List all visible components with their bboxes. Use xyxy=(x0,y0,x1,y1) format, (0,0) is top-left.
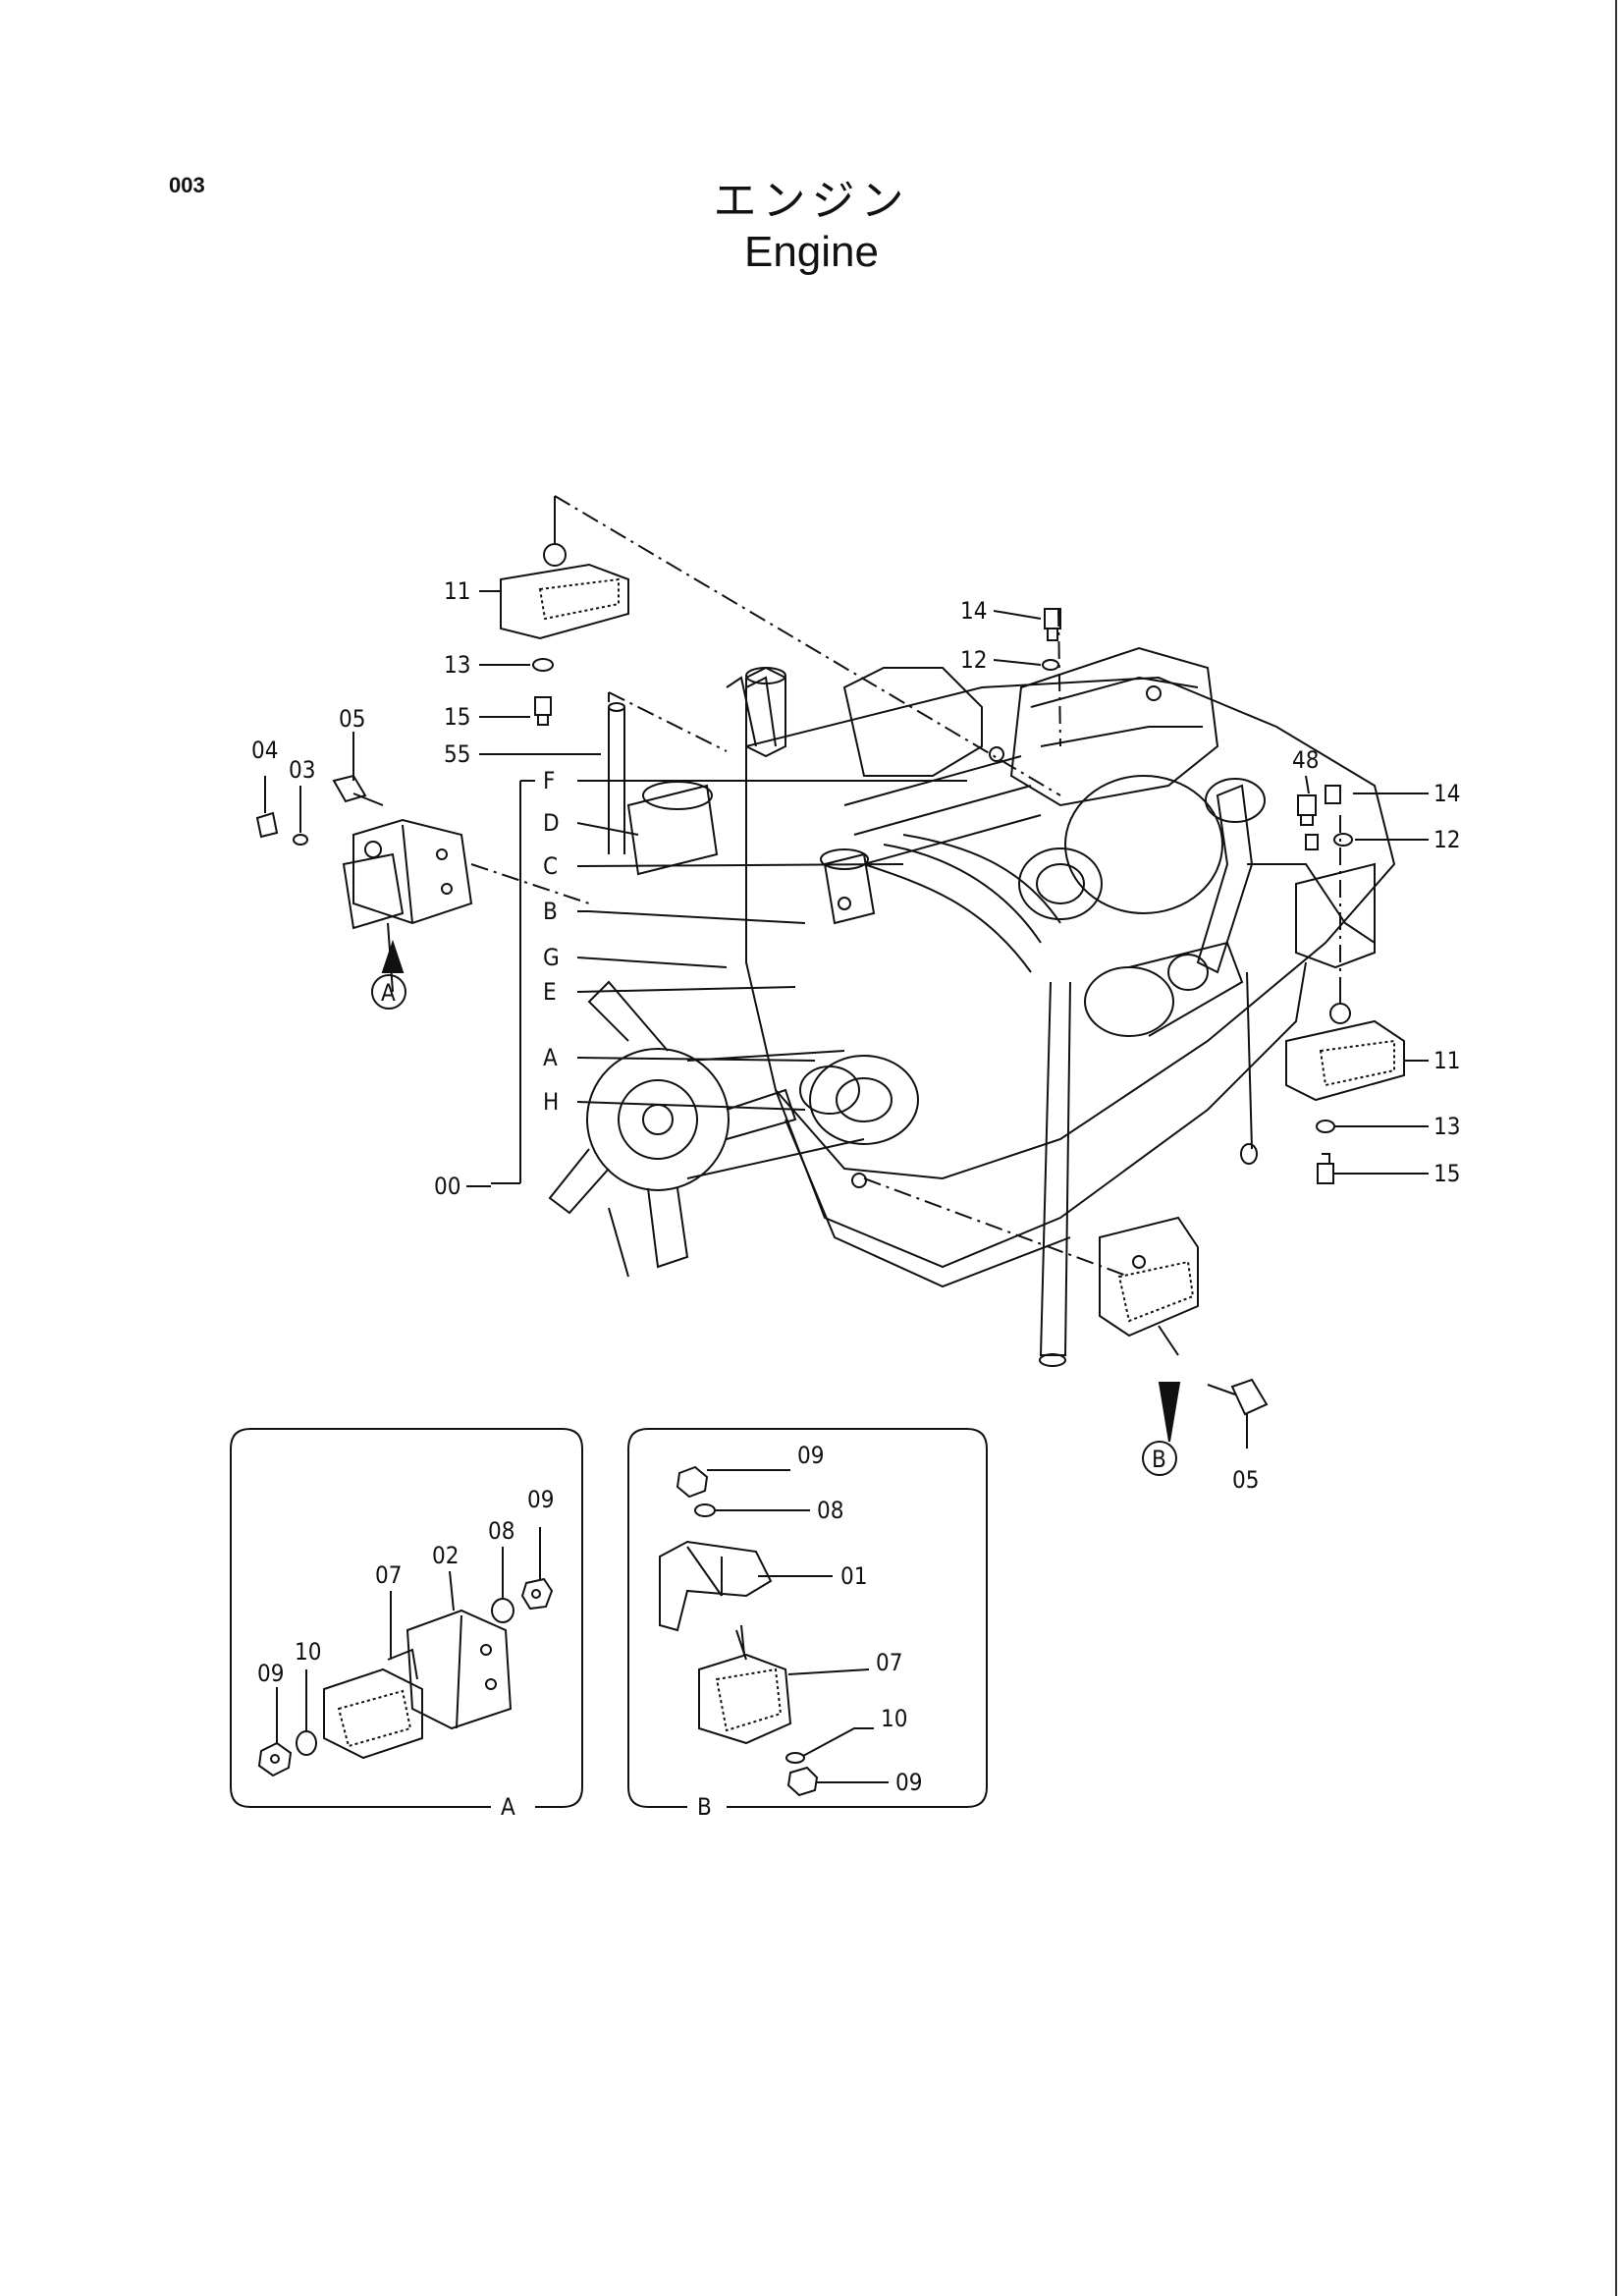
page-number: 003 xyxy=(169,173,205,197)
detail-a-callout-10: 10 xyxy=(295,1638,321,1666)
callout-14-top: 14 xyxy=(960,597,987,625)
callout-13-top: 13 xyxy=(444,651,470,679)
detail-a-callout-09-right: 09 xyxy=(527,1486,554,1513)
title-english: Engine xyxy=(743,228,879,276)
view-b-marker: B xyxy=(1152,1446,1166,1473)
left-mount-bracket xyxy=(342,818,473,930)
callout-12-top: 12 xyxy=(960,646,987,674)
detail-box-b xyxy=(627,1428,988,1808)
detail-a-callout-02: 02 xyxy=(432,1542,459,1569)
letter-a: A xyxy=(543,1044,558,1071)
callout-55: 55 xyxy=(444,740,470,768)
callout-11-top: 11 xyxy=(444,577,470,605)
detail-b-callout-09-top: 09 xyxy=(797,1442,824,1469)
letter-e: E xyxy=(543,978,557,1006)
detail-b-callout-08: 08 xyxy=(817,1497,843,1524)
detail-b-callout-10: 10 xyxy=(881,1705,907,1732)
callout-15-top: 15 xyxy=(444,703,470,731)
callout-04: 04 xyxy=(251,737,278,764)
callout-48: 48 xyxy=(1292,746,1319,774)
engine-mount-bottom xyxy=(1099,1216,1199,1356)
detail-b-callout-09-bottom: 09 xyxy=(895,1769,922,1796)
callout-00: 00 xyxy=(434,1173,460,1200)
view-a-marker: A xyxy=(381,979,396,1007)
letter-g: G xyxy=(543,944,560,971)
detail-b-callout-07: 07 xyxy=(876,1649,902,1676)
detail-a-callout-08: 08 xyxy=(488,1517,514,1545)
detail-b-label: B xyxy=(697,1793,712,1821)
callout-03: 03 xyxy=(289,756,315,784)
scan-edge-line xyxy=(1615,0,1617,2296)
detail-a-label: A xyxy=(501,1793,515,1821)
detail-b-callout-01: 01 xyxy=(840,1562,867,1590)
callout-14-right: 14 xyxy=(1434,780,1460,807)
letter-b: B xyxy=(543,898,558,925)
detail-box-a xyxy=(230,1428,583,1808)
engine-mount-top xyxy=(500,530,629,640)
letter-h: H xyxy=(543,1088,559,1116)
callout-13-right: 13 xyxy=(1434,1113,1460,1140)
letter-d: D xyxy=(543,809,560,837)
engine-illustration xyxy=(548,646,1396,1367)
engine-mount-right xyxy=(1285,982,1405,1102)
letter-c: C xyxy=(543,852,558,880)
callout-11-right: 11 xyxy=(1434,1047,1460,1074)
callout-15-right: 15 xyxy=(1434,1160,1460,1187)
title-japanese: エンジン xyxy=(713,176,910,226)
callout-12-right: 12 xyxy=(1434,826,1460,853)
detail-a-callout-07: 07 xyxy=(375,1561,402,1589)
letter-f: F xyxy=(543,767,555,794)
callout-05-left: 05 xyxy=(339,705,365,733)
callout-05-bottom: 05 xyxy=(1232,1466,1259,1494)
detail-a-callout-09-left: 09 xyxy=(257,1660,284,1687)
